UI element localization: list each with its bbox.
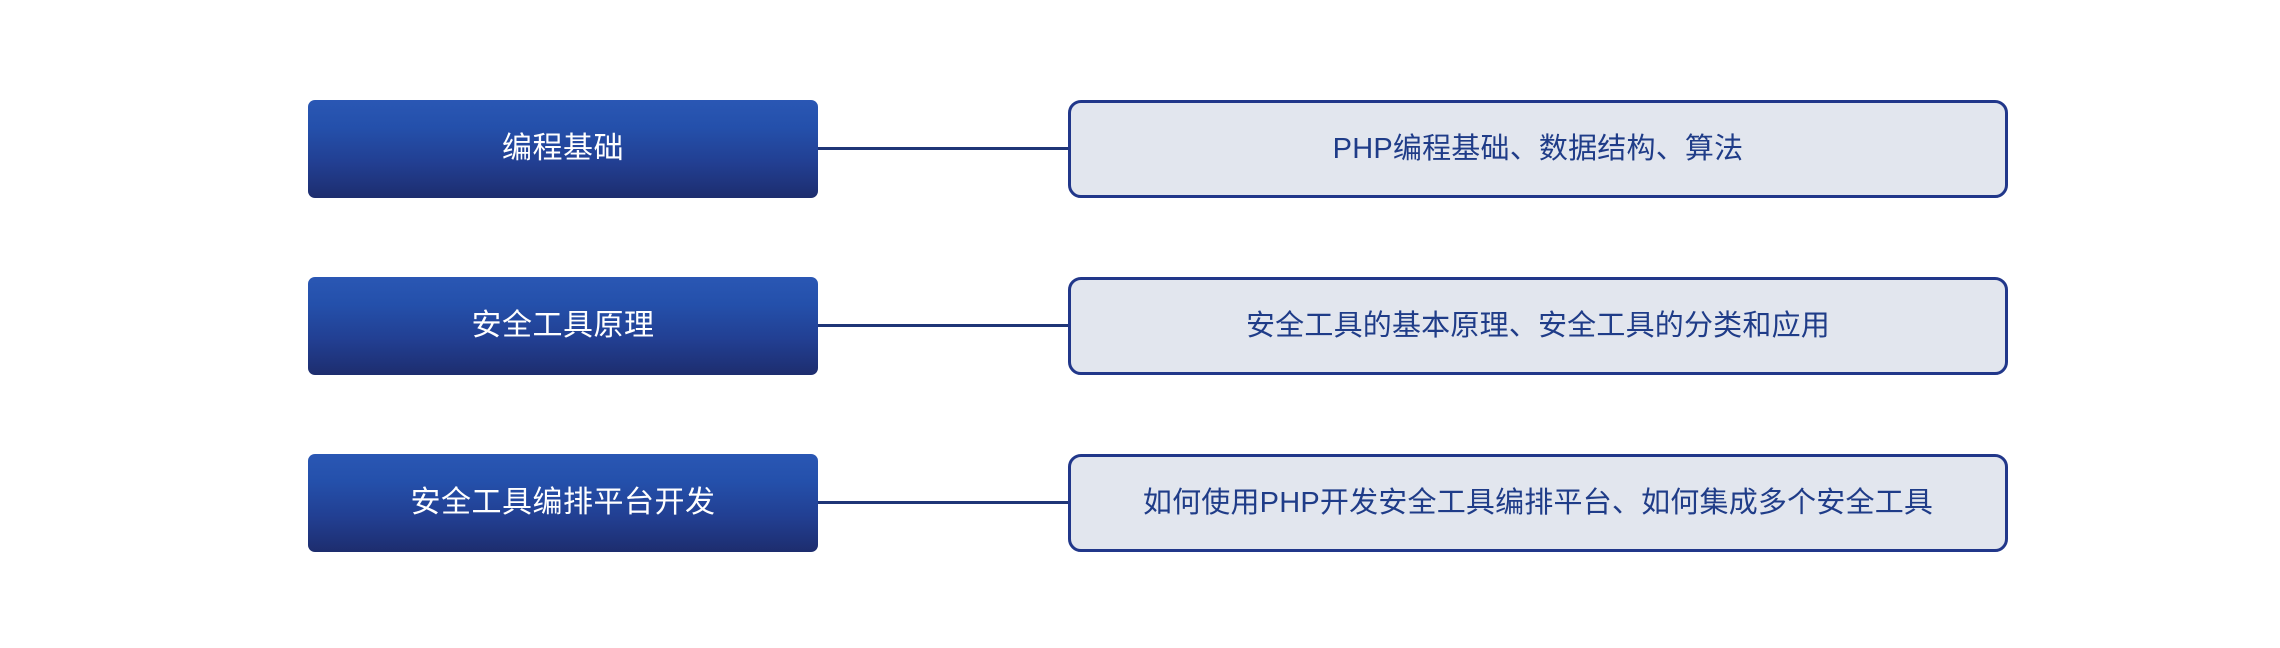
connector-line [818, 324, 1068, 328]
topic-node[interactable]: 安全工具原理 [308, 277, 818, 375]
connector-line [818, 147, 1068, 151]
diagram-row: 安全工具编排平台开发 如何使用PHP开发安全工具编排平台、如何集成多个安全工具 [0, 454, 2280, 552]
topic-node-label: 编程基础 [502, 132, 624, 166]
detail-node-label: PHP编程基础、数据结构、算法 [1332, 132, 1744, 165]
connector-line [818, 501, 1068, 505]
detail-node[interactable]: PHP编程基础、数据结构、算法 [1068, 100, 2008, 198]
topic-node[interactable]: 安全工具编排平台开发 [308, 454, 818, 552]
topic-node-label: 安全工具编排平台开发 [410, 486, 716, 520]
topic-node[interactable]: 编程基础 [308, 100, 818, 198]
detail-node[interactable]: 安全工具的基本原理、安全工具的分类和应用 [1068, 277, 2008, 375]
diagram-row: 编程基础 PHP编程基础、数据结构、算法 [0, 100, 2280, 198]
detail-node-label: 安全工具的基本原理、安全工具的分类和应用 [1245, 309, 1830, 342]
detail-node-label: 如何使用PHP开发安全工具编排平台、如何集成多个安全工具 [1142, 486, 1934, 519]
diagram-row: 安全工具原理 安全工具的基本原理、安全工具的分类和应用 [0, 277, 2280, 375]
detail-node[interactable]: 如何使用PHP开发安全工具编排平台、如何集成多个安全工具 [1068, 454, 2008, 552]
topic-node-label: 安全工具原理 [471, 309, 655, 343]
